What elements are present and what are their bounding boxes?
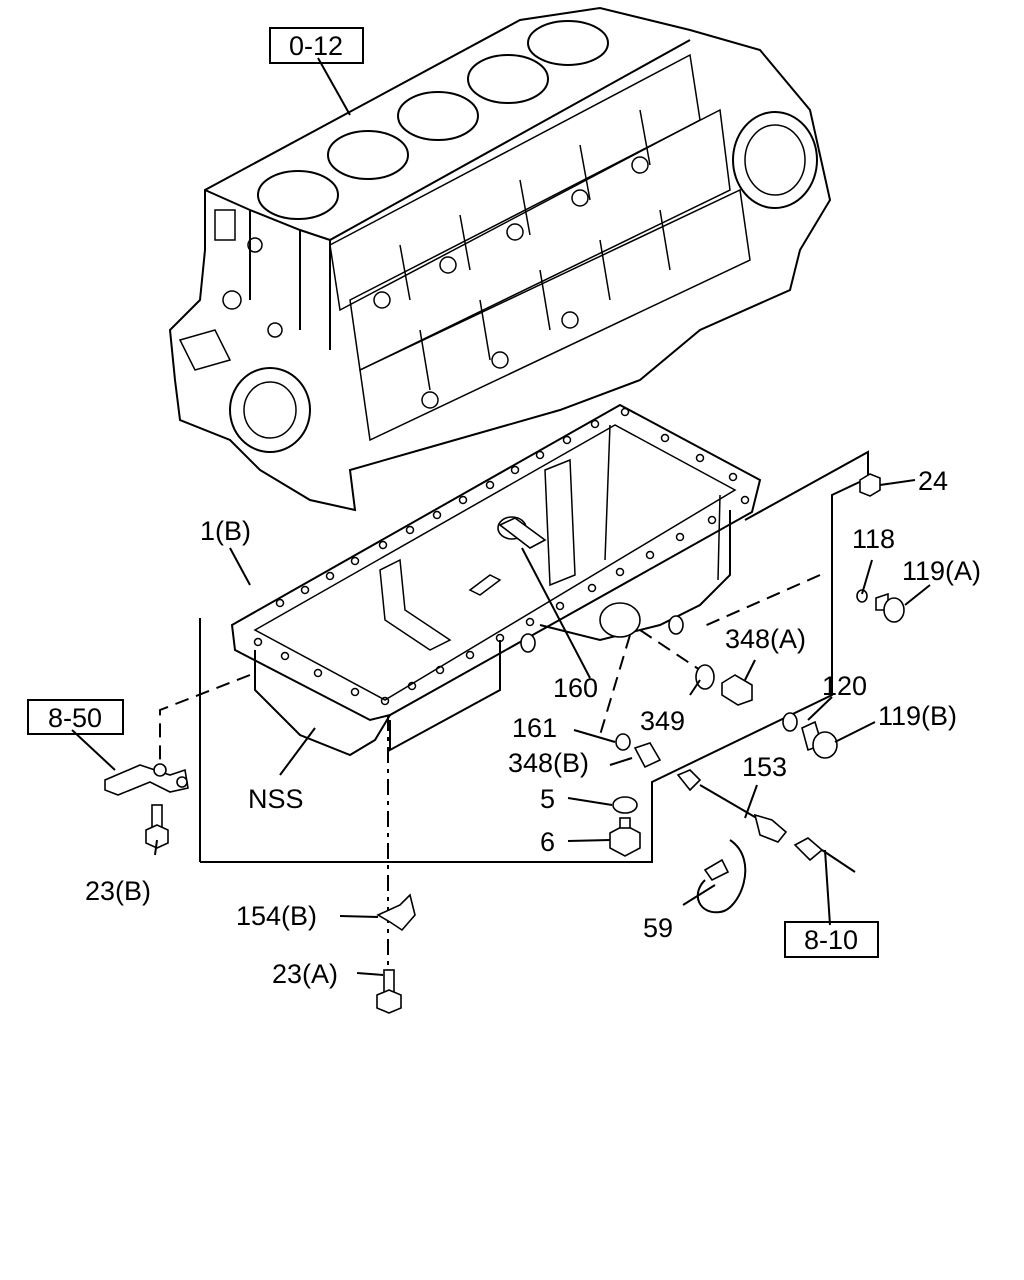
reference-box-8-10[interactable]: 8-10 bbox=[784, 921, 879, 958]
reference-label-8-50[interactable]: 8-50 bbox=[48, 703, 102, 733]
callout-161: 161 bbox=[512, 713, 557, 743]
callout-118: 118 bbox=[852, 524, 895, 554]
callout-348a: 348(A) bbox=[725, 624, 806, 654]
reference-label-8-10[interactable]: 8-10 bbox=[804, 925, 858, 955]
callout-120: 120 bbox=[822, 671, 867, 701]
callout-59: 59 bbox=[643, 913, 673, 943]
callout-5: 5 bbox=[540, 784, 555, 814]
callout-23b: 23(B) bbox=[85, 876, 151, 906]
cylinder-block-drawing bbox=[168, 6, 832, 512]
reference-box-0-12[interactable]: 0-12 bbox=[269, 27, 364, 64]
small-parts bbox=[104, 473, 905, 1014]
assembly-outline bbox=[159, 450, 869, 985]
callout-160: 160 bbox=[553, 673, 598, 703]
callout-6: 6 bbox=[540, 827, 555, 857]
leader-lines bbox=[71, 57, 931, 976]
callout-154b: 154(B) bbox=[236, 901, 317, 931]
callout-1b: 1(B) bbox=[200, 516, 251, 546]
callout-119b: 119(B) bbox=[878, 701, 957, 731]
callout-153: 153 bbox=[742, 752, 787, 782]
oil-pan-drawing bbox=[230, 403, 762, 757]
callout-349: 349 bbox=[640, 706, 685, 736]
reference-label-0-12[interactable]: 0-12 bbox=[289, 31, 343, 61]
callout-24: 24 bbox=[918, 466, 948, 496]
callout-119a: 119(A) bbox=[902, 556, 981, 586]
callout-348b: 348(B) bbox=[508, 748, 589, 778]
reference-box-8-50[interactable]: 8-50 bbox=[27, 699, 124, 735]
callout-labels: 24 118 119(A) 1(B) 348(A) 120 119(B) 160… bbox=[85, 466, 981, 989]
callout-23a: 23(A) bbox=[272, 959, 338, 989]
callout-nss: NSS bbox=[248, 784, 304, 814]
